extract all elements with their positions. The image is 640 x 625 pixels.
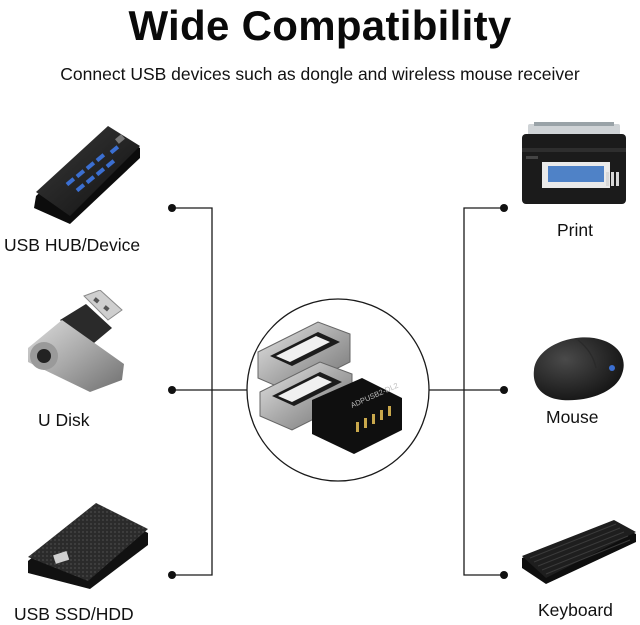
connector-dot [500, 571, 508, 579]
external-hdd-icon [26, 503, 150, 589]
device-label-print: Print [557, 220, 593, 240]
connector-dot [168, 571, 176, 579]
connector-dot [500, 386, 508, 394]
keyboard-icon [520, 520, 638, 586]
device-label-u-disk: U Disk [38, 410, 90, 430]
usb-flash-drive-icon [24, 289, 128, 394]
device-label-keyboard: Keyboard [538, 600, 613, 620]
mouse-icon [528, 334, 628, 404]
connector-dot [500, 204, 508, 212]
usb-adapter-icon: ADPUSB2-DL2 [252, 312, 412, 462]
device-label-usb-ssd-hdd: USB SSD/HDD [14, 604, 134, 624]
page-subtitle: Connect USB devices such as dongle and w… [60, 64, 580, 84]
page-title: Wide Compatibility [128, 2, 512, 49]
device-label-mouse: Mouse [546, 407, 599, 427]
printer-icon [518, 122, 630, 208]
device-label-usb-hub: USB HUB/Device [4, 235, 141, 255]
usb-hub-icon [30, 126, 142, 226]
connector-dot [168, 386, 176, 394]
connector-dot [168, 204, 176, 212]
